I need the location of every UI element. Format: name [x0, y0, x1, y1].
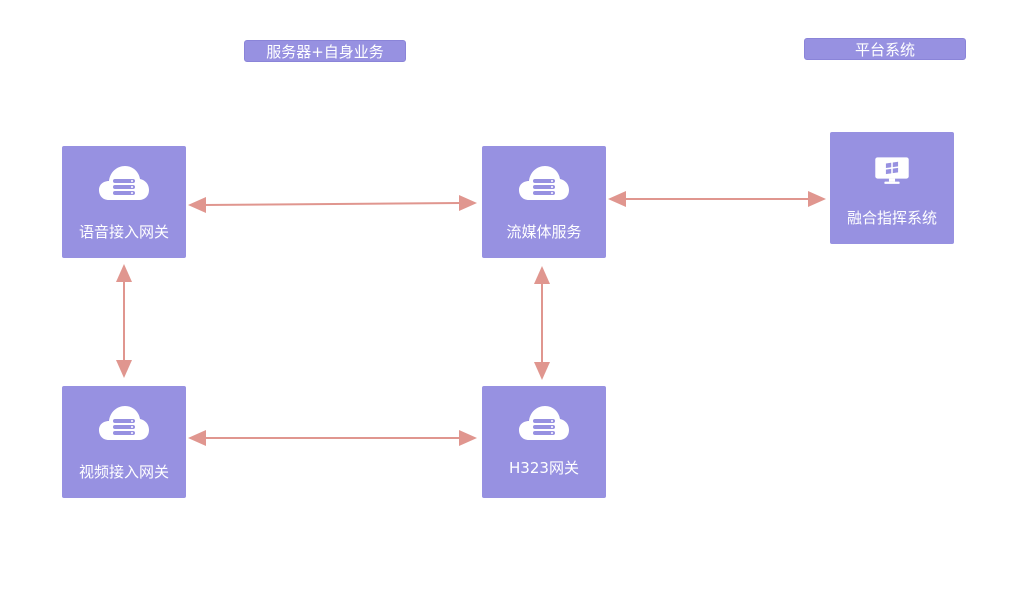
- node-fusion-command[interactable]: 融合指挥系统: [830, 132, 954, 244]
- cloud-server-icon: [99, 166, 149, 200]
- node-label: 流媒体服务: [506, 223, 582, 241]
- node-media-service[interactable]: 流媒体服务: [482, 146, 606, 258]
- arrow-voice-media: [188, 195, 477, 213]
- node-h323-gateway[interactable]: H323网关: [482, 386, 606, 498]
- node-voice-gateway[interactable]: 语音接入网关: [62, 146, 186, 258]
- windows-monitor-icon: [875, 157, 909, 184]
- cloud-server-icon: [519, 406, 569, 440]
- node-label: H323网关: [509, 459, 579, 477]
- arrow-voice-video: [116, 264, 132, 378]
- arrow-media-h323: [534, 266, 550, 380]
- group-label-server: 服务器+自身业务: [244, 40, 406, 62]
- group-label-platform: 平台系统: [804, 38, 966, 60]
- node-video-gateway[interactable]: 视频接入网关: [62, 386, 186, 498]
- node-label: 语音接入网关: [78, 223, 169, 241]
- arrow-media-fusion: [608, 191, 826, 207]
- cloud-server-icon: [99, 406, 149, 440]
- arrow-video-h323: [188, 430, 477, 446]
- node-label: 视频接入网关: [78, 463, 169, 481]
- node-label: 融合指挥系统: [846, 209, 937, 227]
- cloud-server-icon: [519, 166, 569, 200]
